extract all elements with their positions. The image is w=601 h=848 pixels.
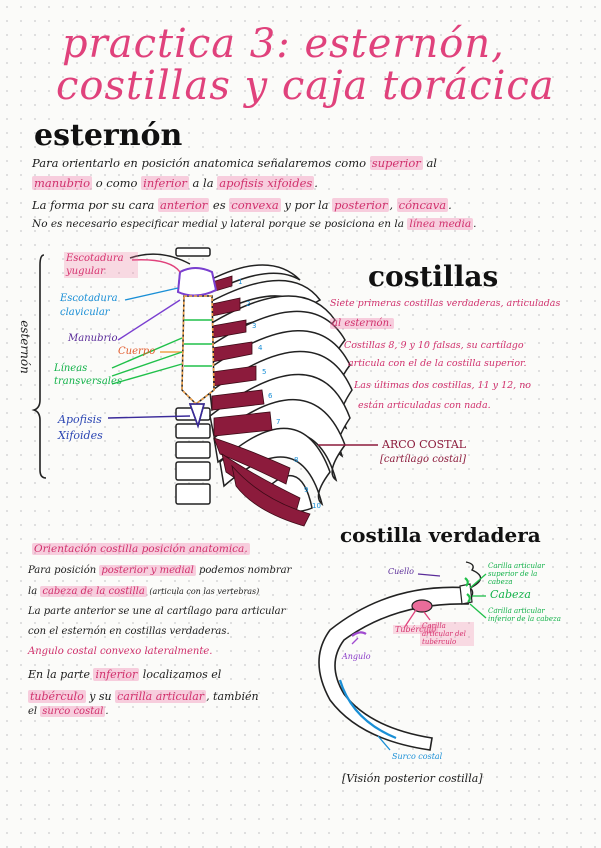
label-cuerpo: Cuerpo xyxy=(118,346,156,357)
rib-number-10: 10 xyxy=(312,502,321,510)
caption-vision-posterior: [Visión posterior costilla] xyxy=(342,772,483,785)
esternon-line-2: manubrio o como inferior a la apofisis x… xyxy=(32,176,318,190)
page-title-line1: practica 3: esternón, xyxy=(62,21,505,67)
rib-number-3: 3 xyxy=(252,322,256,330)
orientacion-line-2: la cabeza de la costilla (articula con l… xyxy=(28,586,260,597)
label-arco-costal: ARCO COSTAL xyxy=(382,438,467,451)
label-carilla-superior: Carilla articular superior de la cabeza xyxy=(488,562,545,586)
label-carilla-inferior: Carilla articular inferior de la cabeza xyxy=(488,607,561,623)
label-surco-costal: Surco costal xyxy=(392,752,443,761)
rib-number-4: 4 xyxy=(258,344,263,352)
rib-number-1: 1 xyxy=(238,278,242,286)
esternon-line-4: No es necesario especificar medial y lat… xyxy=(32,218,477,230)
true-rib-illustration xyxy=(318,561,487,751)
orientacion-line-3: La parte anterior se une al cartílago pa… xyxy=(28,606,286,617)
section-heading-esternon: esternón xyxy=(34,118,183,153)
orientacion-line-8: el surco costal. xyxy=(28,706,109,717)
section-heading-costilla-verdadera: costilla verdadera xyxy=(340,523,541,547)
costillas-line-6: están articuladas con nada. xyxy=(358,400,491,411)
rib-number-5: 5 xyxy=(262,368,266,376)
label-lineas-transversales: Líneas transversales xyxy=(54,363,123,387)
orientacion-line-5: Angulo costal convexo lateralmente. xyxy=(28,646,213,657)
rib-number-8: 8 xyxy=(294,456,298,464)
orientacion-line-1: Para posición posterior y medial podemos… xyxy=(28,565,292,576)
rib-cage-illustration: 1 2 3 4 5 6 7 8 9 10 xyxy=(31,247,378,527)
orientacion-line-4: con el esternón en costillas verdaderas. xyxy=(28,626,230,637)
page-title-line2: costillas y caja torácica xyxy=(56,63,555,109)
costillas-line-4: articula con el de la costilla superior. xyxy=(348,358,527,369)
orientacion-heading: Orientación costilla posición anatomica. xyxy=(32,543,250,555)
costillas-line-1: Siete primeras costillas verdaderas, art… xyxy=(330,298,561,309)
label-cuello: Cuello xyxy=(388,567,414,576)
esternon-line-3: La forma por su cara anterior es convexa… xyxy=(32,198,452,212)
costillas-line-5: Las últimas dos costillas, 11 y 12, no xyxy=(354,380,532,391)
orientacion-line-6: En la parte inferior localizamos el xyxy=(28,668,222,681)
label-escotadura-clavicular: Escotadura clavicular xyxy=(60,293,118,318)
section-heading-costillas: costillas xyxy=(368,260,499,293)
orientacion-line-7: tubérculo y su carilla articular, tambié… xyxy=(28,690,259,703)
costillas-line-2: al esternón. xyxy=(330,318,395,329)
label-manubrio: Manubrio xyxy=(68,333,118,344)
label-esternon-side: esternón xyxy=(17,320,32,374)
label-angulo: Angulo xyxy=(342,652,371,661)
esternon-line-1: Para orientarlo en posición anatomica se… xyxy=(32,156,437,170)
rib-number-7: 7 xyxy=(276,418,280,426)
label-carilla-tuberculo: Carilla articular del tubérculo xyxy=(420,622,474,646)
rib-number-6: 6 xyxy=(268,392,273,400)
rib-number-9: 9 xyxy=(304,486,308,494)
label-apofisis-xifoides: Apofisis Xifoides xyxy=(58,413,103,442)
label-cartilago-costal: [cartílago costal] xyxy=(380,454,467,465)
rib-number-2: 2 xyxy=(246,300,250,308)
label-cabeza: Cabeza xyxy=(490,588,531,601)
label-tuberculo: Tubérculo xyxy=(393,625,439,634)
costillas-line-3: Costillas 8, 9 y 10 falsas, su cartílago xyxy=(344,340,524,351)
label-escotadura-yugular: Escotadura yugular xyxy=(64,252,138,278)
